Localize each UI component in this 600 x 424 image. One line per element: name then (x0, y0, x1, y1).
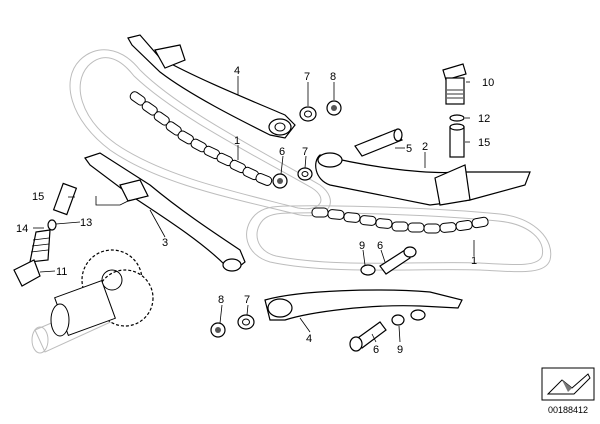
lower-fasteners (210, 246, 417, 352)
callout-3: 3 (162, 237, 168, 249)
guide-rail-left (84, 152, 246, 272)
upper-chain-outline (69, 49, 331, 217)
callout-12: 12 (478, 113, 490, 125)
pin (354, 128, 403, 157)
callout-labels: 10 12 15 4 7 8 1 6 7 5 2 15 13 14 11 3 9… (16, 65, 494, 356)
callout-10: 10 (482, 77, 494, 89)
callout-1-lower: 1 (471, 255, 477, 267)
callout-7-upper: 7 (304, 71, 310, 83)
callout-14: 14 (16, 223, 28, 235)
callout-5: 5 (406, 143, 412, 155)
callout-6-upper: 6 (279, 146, 285, 158)
callout-2: 2 (422, 141, 428, 153)
guide-rail-upper (127, 34, 296, 139)
chain-tensioner (442, 63, 467, 158)
callout-15-left: 15 (32, 191, 44, 203)
callout-11: 11 (56, 266, 67, 278)
upper-fasteners (272, 100, 342, 189)
callout-6-lower: 6 (373, 344, 379, 356)
callout-7-lower: 7 (244, 294, 250, 306)
callout-9-mid: 9 (359, 240, 365, 252)
callout-8-upper: 8 (330, 71, 336, 83)
callout-7-mid: 7 (302, 146, 308, 158)
left-tensioner (13, 182, 78, 287)
lower-chain-outline (246, 205, 552, 273)
callout-4-lower: 4 (306, 333, 312, 345)
tensioner-rail (315, 152, 531, 206)
callout-6-mid: 6 (377, 240, 383, 252)
leader-lines (33, 76, 475, 343)
callout-1-upper: 1 (234, 135, 240, 147)
callout-9-lower: 9 (397, 344, 403, 356)
reference-number: 00188412 (548, 405, 588, 415)
callout-8-lower: 8 (218, 294, 224, 306)
upper-timing-chain (129, 91, 273, 186)
callout-4-upper: 4 (234, 65, 240, 77)
callout-13: 13 (80, 217, 92, 229)
lower-timing-chain (311, 207, 489, 234)
reference-thumbnail (541, 367, 595, 401)
callout-15-right: 15 (478, 137, 490, 149)
crankshaft-sprocket (31, 249, 154, 354)
guide-rail-lower (264, 289, 463, 321)
